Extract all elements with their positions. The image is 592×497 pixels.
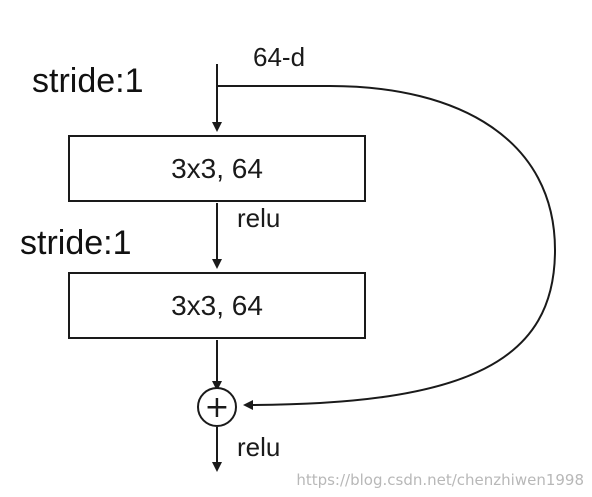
identity-shortcut-curve <box>217 85 557 410</box>
relu-label-out: relu <box>237 432 281 462</box>
relu-label-mid: relu <box>237 203 281 233</box>
stride-label-bottom: stride:1 <box>20 224 132 262</box>
conv-layer-1: 3x3, 64 <box>68 135 366 202</box>
watermark-text: https://blog.csdn.net/chenzhiwen1998 <box>296 471 584 489</box>
conv-layer-1-label: 3x3, 64 <box>171 152 263 184</box>
conv-layer-2: 3x3, 64 <box>68 272 366 339</box>
add-node-circle <box>197 387 237 427</box>
conv-layer-2-label: 3x3, 64 <box>171 289 263 321</box>
input-dim-label: 64-d <box>253 42 306 72</box>
stride-label-top: stride:1 <box>32 62 144 100</box>
add-node-symbol: + <box>204 390 229 425</box>
